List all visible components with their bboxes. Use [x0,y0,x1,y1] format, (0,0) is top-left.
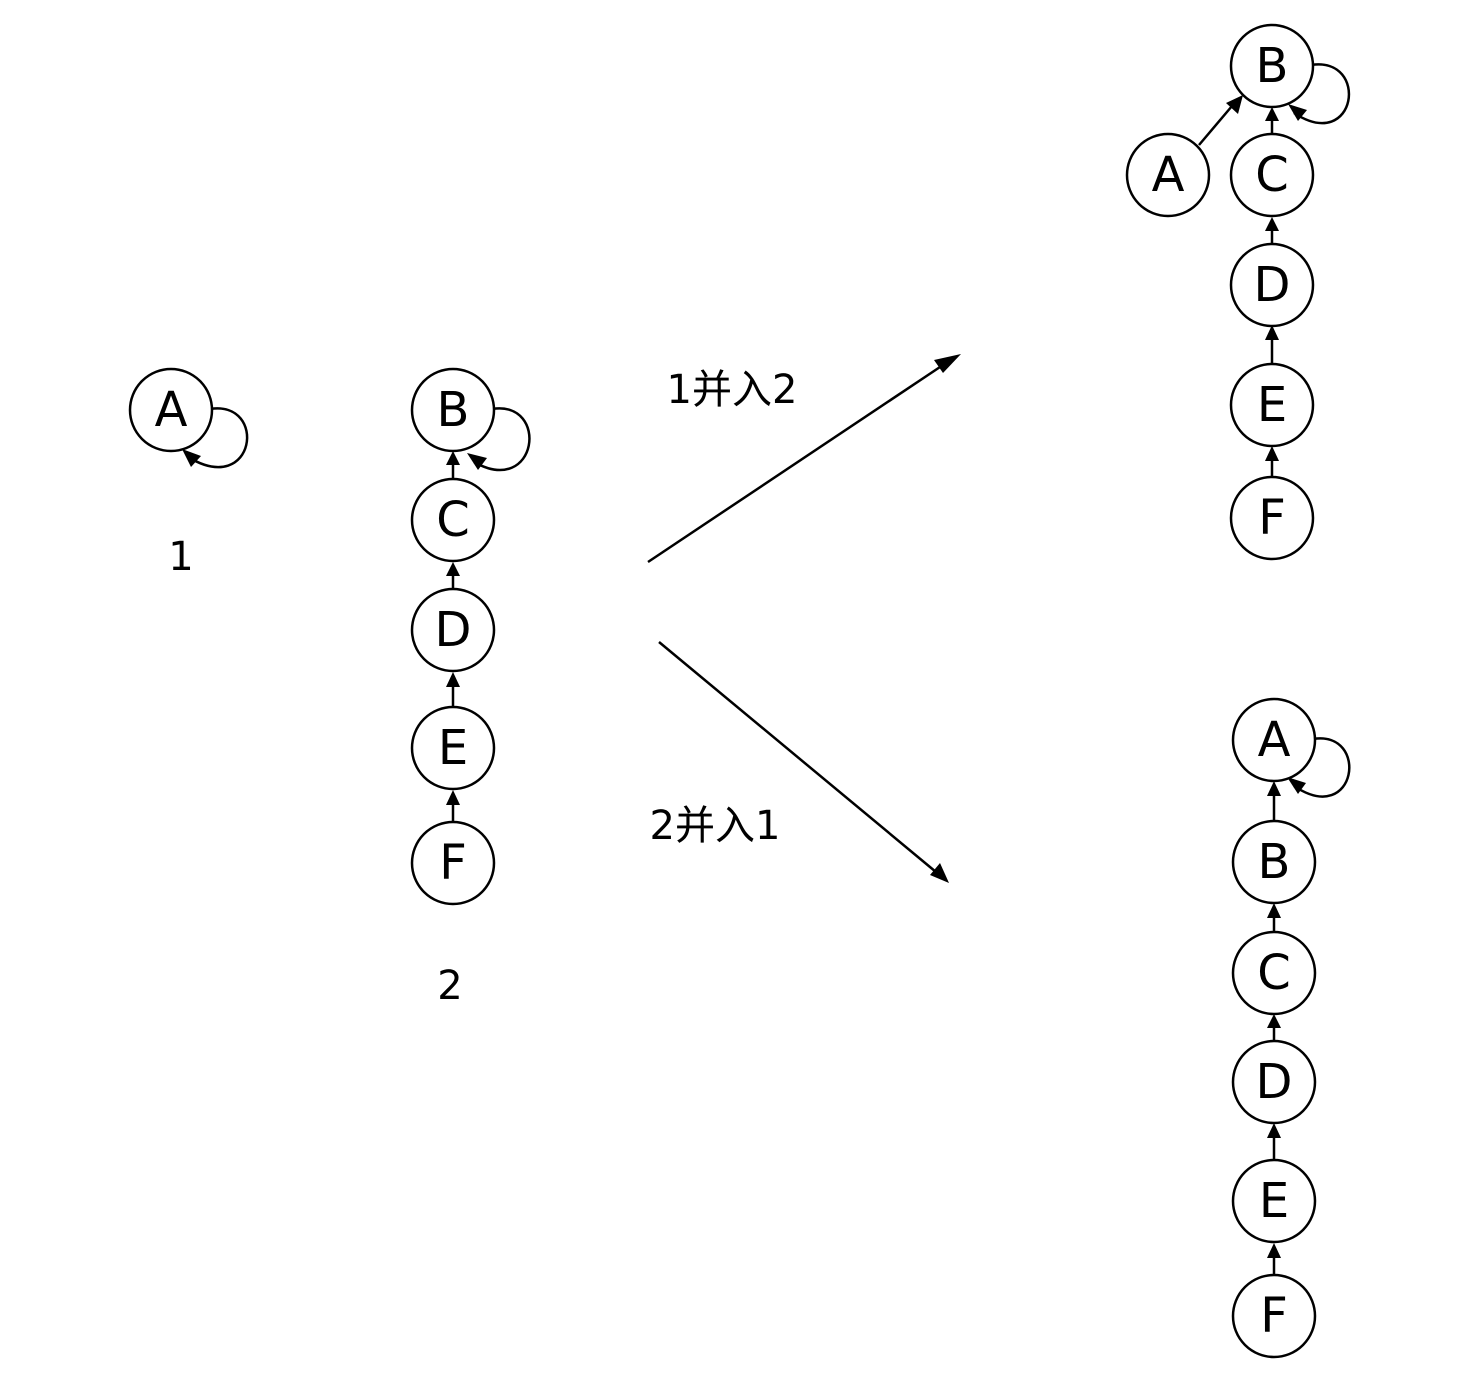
result-top-node-e: E [1229,362,1315,448]
edge-f-to-e-arrowhead [446,790,460,805]
set-2-caption: 2 [437,963,462,1009]
node-c: C [410,477,496,563]
edge-c-to-b-arrowhead [446,451,460,465]
result-2-into-1-tree: A B C D E F [1231,697,1351,1359]
result-top-node-f-label: F [1258,490,1286,546]
node-e-label: E [438,720,468,776]
result-bottom-node-e: E [1231,1158,1317,1244]
caption-2-into-1: 2并入1 [650,803,781,849]
node-b: B [410,367,496,453]
arrow-2-into-1 [658,641,937,873]
result-top-edge-d-to-c-arrowhead [1265,217,1279,231]
result-bottom-node-e-label: E [1259,1173,1289,1229]
result-bottom-self-loop-a [1293,737,1351,798]
node-f-label: F [439,835,467,891]
node-e: E [410,705,496,791]
result-top-self-loop-arrowhead-b [1288,104,1307,121]
set-1-caption: 1 [168,534,193,580]
transform-1-into-2: 1并入2 [647,354,961,564]
arrow-1-into-2-head [934,354,961,373]
result-top-node-c: C [1229,132,1315,218]
edge-d-to-c-arrowhead [446,562,460,576]
set-1-tree: A 1 [128,367,249,580]
node-a: A [128,367,214,453]
node-d: D [410,587,496,673]
node-c-label: C [436,492,470,548]
result-bottom-edge-f-to-e-arrowhead [1267,1243,1281,1258]
result-top-node-a-label: A [1152,147,1185,203]
self-loop-b [473,407,531,471]
result-bottom-node-a: A [1231,697,1317,783]
result-bottom-edge-e-to-d-arrowhead [1267,1123,1281,1138]
result-bottom-node-c: C [1231,930,1317,1016]
caption-1-into-2: 1并入2 [667,367,798,413]
result-top-node-d: D [1229,242,1315,328]
result-top-node-b: B [1229,23,1315,109]
node-f: F [410,820,496,906]
result-top-edge-c-to-b-arrowhead [1265,107,1279,121]
result-bottom-edge-b-to-a-arrowhead [1267,781,1281,796]
result-bottom-node-d: D [1231,1039,1317,1125]
result-bottom-edge-d-to-c-arrowhead [1267,1014,1281,1028]
result-top-edge-e-to-d-arrowhead [1265,325,1279,340]
result-top-node-c-label: C [1255,147,1289,203]
self-loop-arrowhead-b [467,453,487,470]
self-loop-arrowhead-a [182,449,201,467]
result-bottom-node-d-label: D [1256,1054,1293,1110]
result-bottom-node-b: B [1231,819,1317,905]
result-top-edge-a-to-b-arrowhead [1226,95,1243,114]
node-b-label: B [437,382,470,438]
arrow-1-into-2 [647,361,947,564]
node-a-label: A [155,382,188,438]
result-bottom-node-b-label: B [1258,834,1291,890]
result-top-self-loop-b [1293,63,1351,125]
arrow-2-into-1-head [930,863,949,883]
result-top-node-d-label: D [1254,257,1291,313]
result-top-node-e-label: E [1257,377,1287,433]
result-bottom-self-loop-arrowhead-a [1287,777,1306,794]
self-loop-a [187,407,249,469]
result-top-node-f: F [1229,475,1315,561]
result-top-node-a: A [1125,132,1211,218]
result-bottom-node-f: F [1231,1273,1317,1359]
node-d-label: D [435,602,472,658]
result-1-into-2-tree: B A C D E F [1125,23,1351,561]
result-top-edge-a-to-b [1198,105,1233,146]
result-top-node-b-label: B [1256,38,1289,94]
set-2-tree: B C D E F 2 [410,367,531,1009]
result-bottom-edge-c-to-b-arrowhead [1267,903,1281,918]
result-top-edge-f-to-e-arrowhead [1265,446,1279,461]
transform-2-into-1: 2并入1 [650,641,949,883]
result-bottom-node-a-label: A [1258,712,1291,768]
edge-e-to-d-arrowhead [446,672,460,687]
result-bottom-node-f-label: F [1260,1288,1288,1344]
result-bottom-node-c-label: C [1257,945,1291,1001]
